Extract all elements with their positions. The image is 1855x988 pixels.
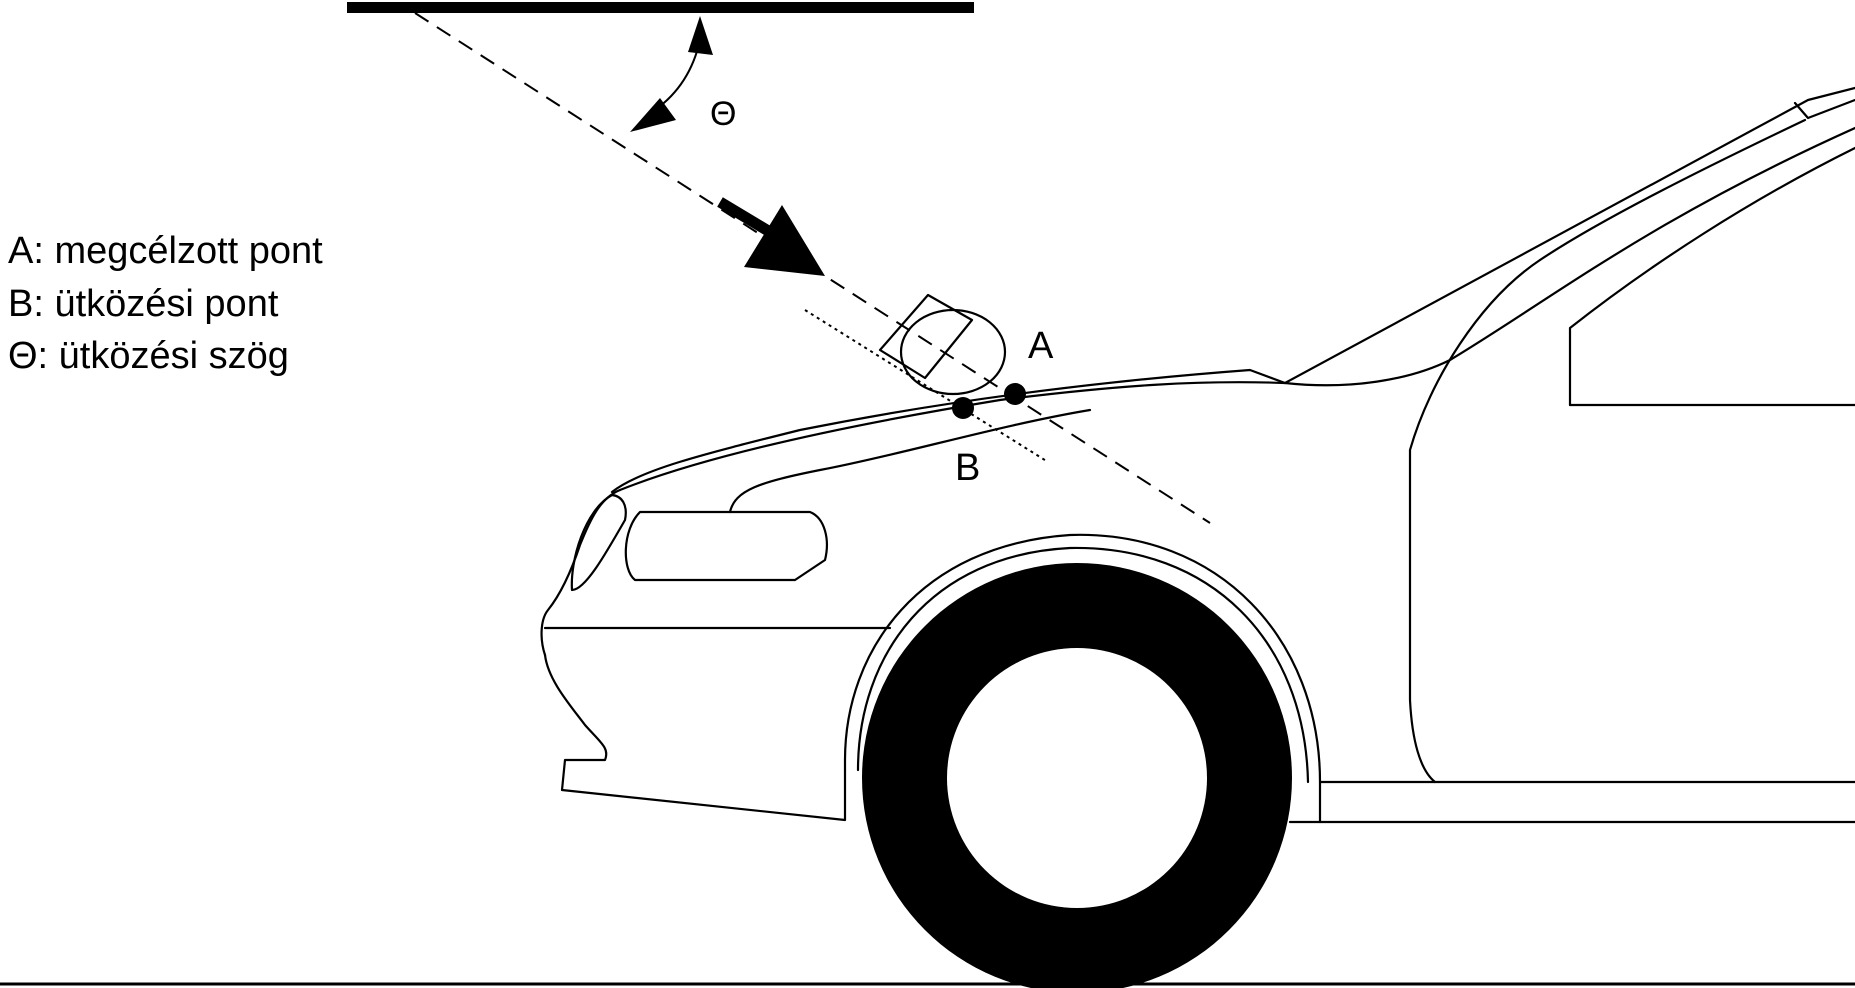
angle-arrowhead-bottom — [630, 98, 676, 132]
legend-theta: Θ: ütközési szög — [8, 335, 289, 377]
legend-b: B: ütközési pont — [8, 283, 279, 325]
direction-arrow — [717, 197, 825, 276]
reference-bar — [347, 2, 974, 13]
headform-impactor — [878, 293, 1007, 396]
legend-a: A: megcélzott pont — [8, 230, 323, 272]
point-b-label: B — [955, 447, 980, 489]
legend: A: megcélzott pont B: ütközési pont Θ: ü… — [8, 230, 323, 377]
point-a-label: A — [1028, 325, 1054, 367]
target-point-a — [1004, 383, 1026, 405]
impact-dotted-line — [804, 309, 1049, 463]
theta-label: Θ — [710, 95, 736, 133]
front-wheel — [862, 563, 1292, 988]
angle-arrowhead-top — [688, 16, 713, 55]
car-outline — [540, 86, 1855, 824]
angle-arc — [630, 16, 713, 132]
impact-point-b — [952, 397, 974, 419]
